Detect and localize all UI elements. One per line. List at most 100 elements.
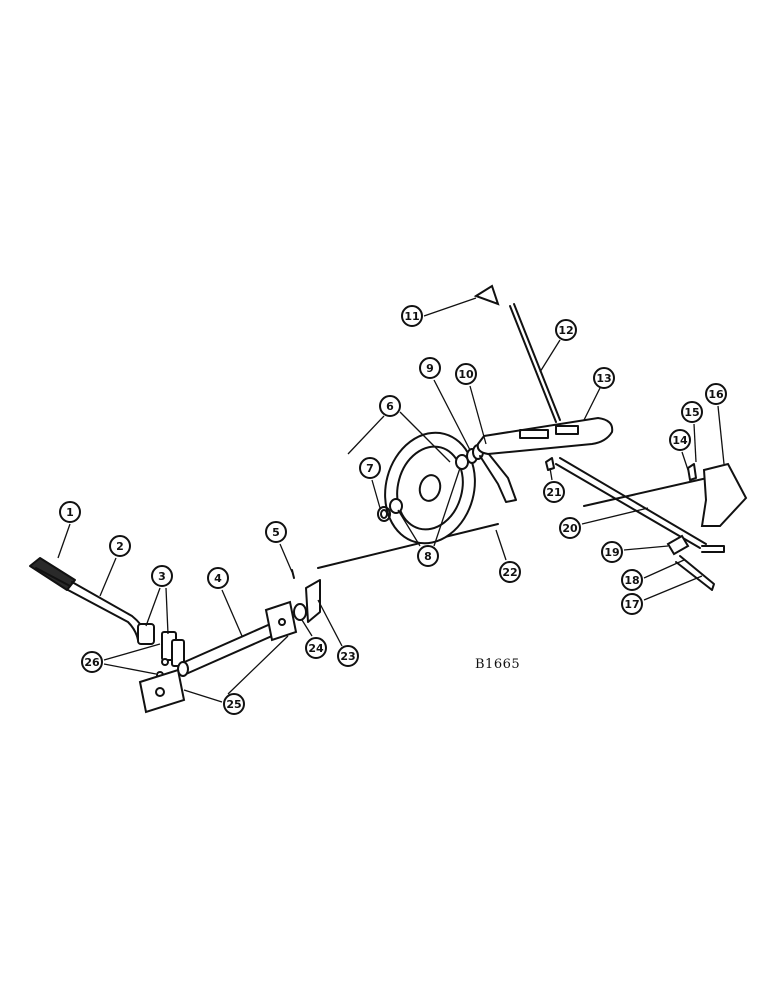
callout-leader	[681, 451, 689, 471]
callout-3: 3	[145, 565, 173, 635]
callout-number: 1	[66, 506, 74, 519]
callout-leader	[583, 387, 601, 421]
callout-leader	[433, 467, 461, 547]
callout-leader	[165, 587, 169, 635]
callout-9: 9	[419, 357, 471, 451]
callout-number: 8	[424, 550, 432, 563]
callout-number: 7	[366, 462, 374, 475]
callout-number: 4	[214, 572, 222, 585]
callout-leader	[539, 339, 561, 373]
callout-leader	[643, 559, 685, 579]
callout-19: 19	[601, 541, 669, 563]
callout-number: 23	[340, 650, 355, 663]
callout-leader	[433, 379, 471, 451]
callout-number: 10	[458, 368, 474, 381]
callout-18: 18	[621, 559, 685, 591]
mounting-plates	[138, 600, 298, 714]
callout-circle	[419, 357, 441, 379]
callout-16: 16	[705, 383, 727, 465]
callout-24: 24	[301, 619, 327, 659]
callout-1: 1	[57, 501, 81, 559]
callout-22: 22	[495, 529, 521, 583]
callout-12: 12	[539, 319, 577, 373]
callout-number: 20	[562, 522, 578, 535]
callout-13: 13	[583, 367, 615, 421]
callout-circle	[559, 517, 581, 539]
callout-leader	[549, 467, 553, 481]
callout-circle	[207, 567, 229, 589]
callout-leader	[495, 529, 507, 561]
callout-23: 23	[317, 599, 359, 667]
connecting-rod-22	[317, 523, 499, 569]
callout-number: 5	[272, 526, 280, 539]
callout-circle	[417, 545, 439, 567]
shaft-washer	[293, 603, 307, 621]
callout-leader	[623, 545, 669, 551]
callout-circle	[455, 363, 477, 385]
callout-10: 10	[455, 363, 487, 445]
callout-circle	[555, 319, 577, 341]
callout-circle	[401, 305, 423, 327]
callout-number: 15	[684, 406, 699, 419]
callout-leader	[371, 479, 381, 509]
callout-number: 9	[426, 362, 434, 375]
callout-circle	[543, 481, 565, 503]
callout-circle	[681, 401, 703, 423]
callout-leader	[317, 599, 343, 647]
callout-leader	[145, 587, 161, 627]
callout-leader	[103, 643, 161, 661]
callout-17: 17	[621, 575, 703, 615]
callout-number: 22	[502, 566, 517, 579]
pulley-bushings	[389, 454, 469, 514]
adjusting-rod	[509, 303, 561, 423]
callout-8: 8	[397, 467, 461, 567]
callout-circle	[109, 535, 131, 557]
callout-leader	[347, 415, 385, 455]
callout-number: 19	[604, 546, 619, 559]
hand-grip	[29, 557, 76, 591]
callout-circle	[265, 521, 287, 543]
callout-circle	[621, 569, 643, 591]
callout-6: 6	[347, 395, 451, 463]
lower-bracket	[666, 534, 725, 591]
callout-circle	[379, 395, 401, 417]
callout-15: 15	[681, 401, 703, 463]
spring-clip	[377, 506, 391, 522]
upper-link-rod	[583, 475, 717, 507]
upper-bracket	[473, 284, 500, 306]
callout-4: 4	[207, 567, 243, 637]
callout-number: 13	[596, 372, 611, 385]
callout-leader	[399, 411, 451, 463]
callout-leader	[57, 523, 71, 559]
callout-14: 14	[669, 429, 691, 471]
callout-leader	[301, 619, 313, 637]
callout-circle	[705, 383, 727, 405]
callout-number: 6	[386, 400, 394, 413]
callout-leader	[397, 509, 421, 547]
drawing-reference-code: B1665	[475, 657, 520, 672]
callout-11: 11	[401, 297, 477, 327]
idler-bracket	[479, 447, 517, 503]
callout-leader	[581, 507, 649, 525]
callout-leader	[99, 557, 117, 597]
callout-number: 17	[624, 598, 639, 611]
callout-leader	[423, 297, 477, 317]
callout-26: 26	[81, 643, 161, 675]
idler-arm	[476, 416, 614, 456]
callout-circle	[305, 637, 327, 659]
callout-5: 5	[265, 521, 293, 573]
callout-number: 12	[558, 324, 573, 337]
lever-brackets	[137, 623, 185, 667]
linkage-rod	[555, 457, 707, 549]
callout-circle	[593, 367, 615, 389]
callout-number: 26	[84, 656, 100, 669]
rod-clip	[687, 463, 697, 481]
callout-circle	[223, 693, 245, 715]
callout-circle	[81, 651, 103, 673]
callout-number: 16	[708, 388, 724, 401]
callout-leader	[183, 689, 223, 703]
callout-number: 2	[116, 540, 124, 553]
